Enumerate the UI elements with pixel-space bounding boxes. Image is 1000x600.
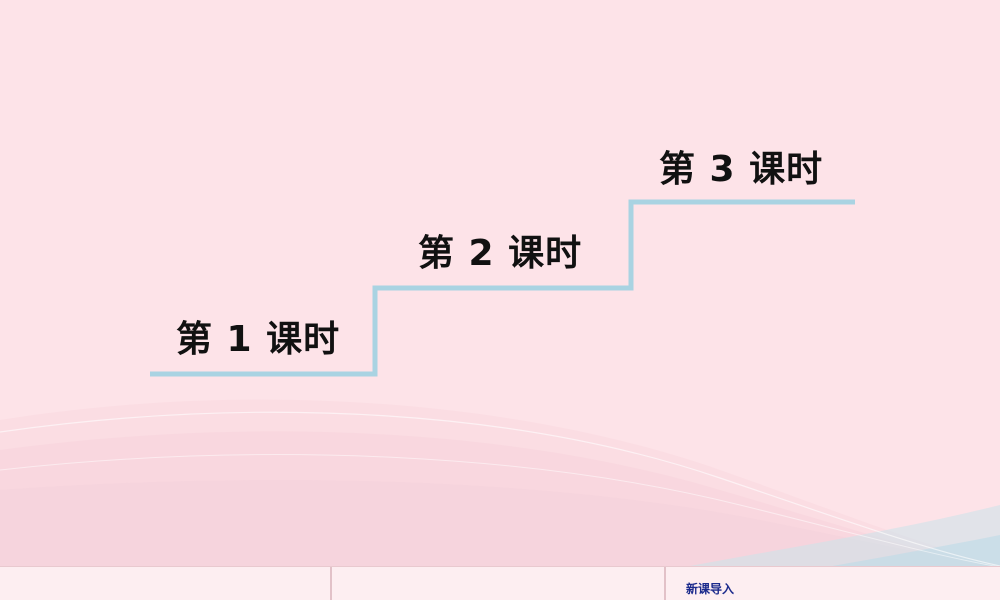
wave-line [0,411,1000,567]
bottom-navigation-bar: 新课导入 [0,566,1000,600]
lesson-3-label: 第 3 课时 [659,149,824,190]
new-lesson-intro-link[interactable]: 新课导入 [686,582,735,596]
bar-divider [330,567,332,600]
stair-path [150,199,855,377]
lesson-1-label: 第 1 课时 [176,319,341,360]
lesson-2-label: 第 2 课时 [418,233,583,274]
bar-divider [664,567,666,600]
wave-line [0,454,1000,568]
